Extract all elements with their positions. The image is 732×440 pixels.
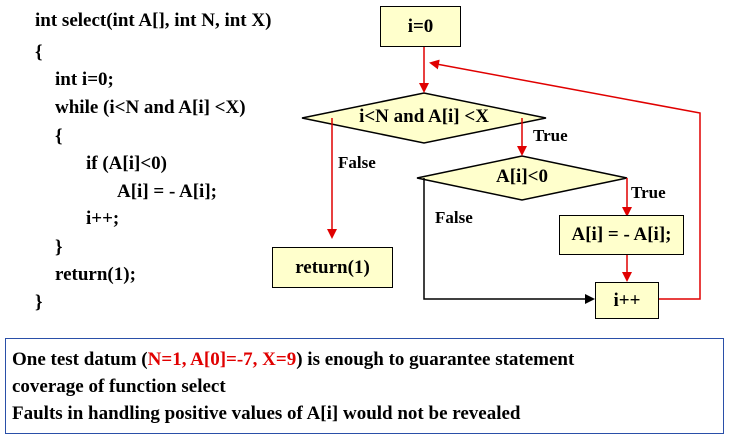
note-line-1: One test datum (N=1, A[0]=-7, X=9) is en… bbox=[12, 346, 717, 373]
test-datum-values: N=1, A[0]=-7, X=9 bbox=[147, 349, 297, 370]
false-label-loop: False bbox=[338, 153, 376, 172]
loop-decision-diamond bbox=[301, 92, 547, 144]
code-line: int select(int A[], int N, int X) bbox=[35, 10, 272, 31]
note-text: One test datum ( bbox=[12, 349, 148, 370]
code-line: int i=0; bbox=[55, 69, 114, 90]
negate-box: A[i] = - A[i]; bbox=[559, 215, 684, 255]
code-line: return(1); bbox=[55, 264, 136, 285]
note-line-2: coverage of function select bbox=[12, 376, 226, 397]
start-box: i=0 bbox=[380, 6, 461, 47]
loop-condition-text: i<N and A[i] <X bbox=[359, 106, 489, 127]
code-line: { bbox=[55, 126, 63, 147]
note-text: ) is enough to guarantee statement bbox=[296, 349, 575, 370]
code-line: } bbox=[55, 237, 63, 258]
return-box: return(1) bbox=[272, 247, 393, 288]
code-line: i++; bbox=[86, 208, 120, 229]
if-condition-text: A[i]<0 bbox=[496, 166, 548, 187]
code-line: { bbox=[35, 42, 43, 63]
arrow-if-false bbox=[423, 178, 595, 304]
true-label-loop: True bbox=[533, 126, 568, 145]
code-line: while (i<N and A[i] <X) bbox=[55, 97, 246, 118]
arrow-loop-back bbox=[429, 59, 701, 300]
increment-box: i++ bbox=[595, 282, 659, 319]
code-line: } bbox=[35, 292, 43, 313]
code-line: A[i] = - A[i]; bbox=[117, 181, 217, 202]
code-line: if (A[i]<0) bbox=[86, 153, 167, 174]
false-label-if: False bbox=[435, 208, 473, 227]
note-line-3: Faults in handling positive values of A[… bbox=[12, 403, 521, 424]
note-box: One test datum (N=1, A[0]=-7, X=9) is en… bbox=[5, 338, 724, 434]
true-label-if: True bbox=[631, 183, 666, 202]
